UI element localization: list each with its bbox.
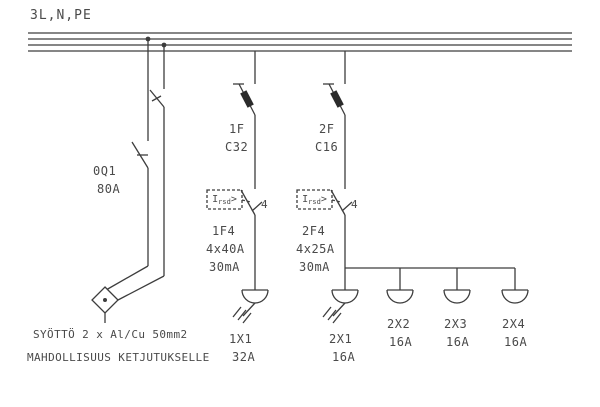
socket-name-2X4: 2X4 [502, 317, 526, 331]
rcd-rating-2F4: 4x25A [296, 242, 335, 256]
pole-count-2: 4 [351, 198, 359, 211]
fuse-switch-symbol-2F [323, 83, 346, 116]
socket-symbol-2X1 [331, 289, 359, 304]
rcd-box-i-2: I [302, 194, 309, 205]
socket-symbol-2X2 [386, 289, 414, 304]
rcd-box-gt-1: > [230, 194, 237, 205]
main-switch-symbol [131, 141, 149, 169]
rcd-box-sub-1: rsd [218, 197, 231, 206]
supply-note-line2: MAHDOLLISUUS KETJUTUKSELLE [27, 351, 210, 364]
breaker-rating-1F: C32 [225, 140, 249, 154]
rcd-name-1F4: 1F4 [212, 224, 236, 238]
fuse-switch-symbol-1F [233, 83, 256, 116]
supply-note-line1: SYÖTTÖ 2 x Al/Cu 50mm2 [33, 328, 188, 341]
socket-name-2X3: 2X3 [444, 317, 468, 331]
breaker-name-1F: 1F [229, 122, 245, 136]
socket-symbol-1X1 [241, 289, 269, 304]
breaker-name-2F: 2F [319, 122, 335, 136]
socket-rating-2X3: 16A [446, 335, 470, 349]
main-switch-rating: 80A [97, 182, 121, 196]
socket-distribution-line [345, 267, 529, 304]
rcd-switch-symbol-2F4 [296, 189, 353, 216]
socket-rating-2X1: 16A [332, 350, 356, 364]
supply-connector-diamond [91, 286, 119, 323]
rcd-box-gt-2: > [320, 194, 327, 205]
socket-name-1X1: 1X1 [229, 332, 253, 346]
rcd-relay-box-1 [206, 189, 243, 210]
rcd-sensitivity-1F4: 30mA [209, 260, 240, 274]
bus-label: 3L,N,PE [30, 8, 92, 23]
branch-2F-line [296, 51, 359, 324]
breaker-rating-2F: C16 [315, 140, 339, 154]
loop-feed-line [117, 42, 167, 301]
socket-rating-1X1: 32A [232, 350, 256, 364]
socket-symbol-2X3 [443, 289, 471, 304]
rcd-sensitivity-2F4: 30mA [299, 260, 330, 274]
rcd-box-sub-2: rsd [308, 197, 321, 206]
incomer-feed-line [105, 36, 151, 291]
socket-name-2X1: 2X1 [329, 332, 353, 346]
busbar-lines [28, 32, 572, 52]
earth-mark-2X1 [322, 302, 346, 324]
socket-symbol-2X4 [501, 289, 529, 304]
branch-1F-line [206, 51, 269, 324]
socket-name-2X2: 2X2 [387, 317, 411, 331]
rcd-switch-symbol-1F4 [206, 189, 263, 216]
loop-switch-symbol [149, 89, 165, 108]
rcd-box-i-1: I [212, 194, 219, 205]
main-switch-name: 0Q1 [93, 164, 117, 178]
rcd-name-2F4: 2F4 [302, 224, 326, 238]
rcd-rating-1F4: 4x40A [206, 242, 245, 256]
earth-mark-1X1 [232, 302, 256, 324]
rcd-relay-box-2 [296, 189, 333, 210]
socket-rating-2X4: 16A [504, 335, 528, 349]
pole-count-1: 4 [261, 198, 269, 211]
socket-rating-2X2: 16A [389, 335, 413, 349]
